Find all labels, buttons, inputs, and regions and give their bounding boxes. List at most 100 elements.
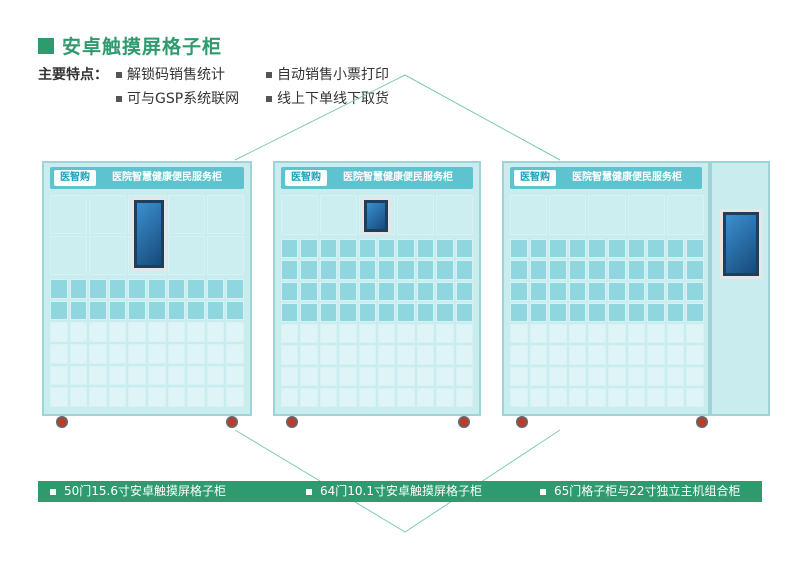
locker-door bbox=[339, 387, 357, 407]
locker-door bbox=[510, 281, 528, 301]
locker-door bbox=[549, 281, 567, 301]
locker-door bbox=[128, 322, 146, 342]
locker-door bbox=[666, 260, 685, 280]
locker-door bbox=[627, 345, 646, 365]
locker-door bbox=[226, 365, 244, 386]
wheel-icon bbox=[696, 416, 708, 428]
locker-door bbox=[226, 279, 244, 299]
locker-door bbox=[647, 345, 665, 365]
locker-door bbox=[455, 387, 473, 407]
locker-door bbox=[377, 366, 396, 386]
locker-door bbox=[281, 366, 299, 386]
locker-door bbox=[568, 366, 587, 386]
locker-door bbox=[206, 300, 225, 321]
locker-door bbox=[281, 387, 299, 407]
locker-door bbox=[686, 387, 704, 407]
locker-door bbox=[510, 302, 528, 322]
locker-door bbox=[647, 239, 665, 259]
locker-door bbox=[108, 365, 127, 386]
locker-door bbox=[358, 366, 376, 386]
locker-door bbox=[568, 345, 587, 365]
locker-door bbox=[416, 366, 435, 386]
locker-door bbox=[568, 281, 587, 301]
locker-door bbox=[686, 366, 704, 386]
locker-door bbox=[319, 366, 338, 386]
locker-door bbox=[647, 387, 665, 407]
locker-door bbox=[300, 324, 318, 344]
locker-door bbox=[608, 345, 626, 365]
locker-door bbox=[319, 387, 338, 407]
locker-door bbox=[187, 343, 205, 364]
locker-door bbox=[549, 239, 567, 259]
locker-door bbox=[281, 260, 299, 280]
locker-door bbox=[167, 322, 186, 342]
locker-door bbox=[529, 281, 548, 301]
locker-door bbox=[377, 345, 396, 365]
locker-door bbox=[608, 387, 626, 407]
bullet-icon bbox=[50, 488, 56, 495]
locker-door bbox=[647, 366, 665, 386]
locker-door bbox=[686, 260, 704, 280]
locker-door bbox=[339, 260, 357, 280]
locker-door bbox=[69, 343, 88, 364]
locker-door bbox=[627, 324, 646, 344]
locker-door bbox=[529, 302, 548, 322]
small-doors bbox=[50, 279, 244, 407]
locker-door bbox=[69, 365, 88, 386]
locker-door bbox=[226, 300, 244, 321]
locker-door bbox=[89, 322, 107, 342]
locker-door bbox=[647, 281, 665, 301]
locker-door bbox=[69, 322, 88, 342]
bullet-icon bbox=[116, 96, 122, 102]
locker-door bbox=[319, 281, 338, 301]
cabinet-header: 医智购 医院智慧健康便民服务柜 bbox=[281, 167, 473, 189]
locker-door bbox=[529, 387, 548, 407]
locker-door bbox=[281, 345, 299, 365]
locker-door bbox=[377, 281, 396, 301]
locker-door bbox=[588, 302, 606, 322]
locker-door bbox=[549, 345, 567, 365]
locker-door bbox=[608, 281, 626, 301]
locker-door bbox=[300, 366, 318, 386]
locker-door bbox=[627, 281, 646, 301]
locker-door bbox=[397, 302, 415, 322]
locker-door bbox=[69, 300, 88, 321]
wheel-icon bbox=[516, 416, 528, 428]
locker-door bbox=[89, 300, 107, 321]
locker-door bbox=[686, 324, 704, 344]
cabinet-name: 医院智慧健康便民服务柜 bbox=[572, 172, 682, 183]
locker-door bbox=[206, 195, 244, 234]
locker-door bbox=[608, 260, 626, 280]
locker-door bbox=[148, 365, 166, 386]
title-text: 安卓触摸屏格子柜 bbox=[62, 36, 223, 58]
locker-door bbox=[281, 239, 299, 259]
cabinet-header: 医智购 医院智慧健康便民服务柜 bbox=[50, 167, 244, 189]
locker-door bbox=[588, 324, 606, 344]
locker-door bbox=[50, 279, 68, 299]
locker-door bbox=[529, 366, 548, 386]
locker-door bbox=[148, 322, 166, 342]
locker-door bbox=[397, 281, 415, 301]
locker-door bbox=[588, 195, 626, 235]
locker-door bbox=[89, 279, 107, 299]
locker-door bbox=[549, 195, 587, 235]
page-title: 安卓触摸屏格子柜 bbox=[38, 32, 222, 59]
locker-door bbox=[358, 260, 376, 280]
locker-door bbox=[666, 387, 685, 407]
locker-door bbox=[167, 343, 186, 364]
locker-door bbox=[510, 195, 548, 235]
locker-door bbox=[187, 300, 205, 321]
locker-door bbox=[358, 324, 376, 344]
locker-door bbox=[397, 239, 415, 259]
locker-door bbox=[108, 279, 127, 299]
locker-door bbox=[455, 239, 473, 259]
touch-screen bbox=[361, 197, 391, 235]
locker-door bbox=[108, 300, 127, 321]
locker-door bbox=[339, 302, 357, 322]
feature-label: 主要特点： bbox=[38, 67, 108, 83]
touch-screen bbox=[131, 197, 167, 271]
locker-door bbox=[416, 387, 435, 407]
locker-door bbox=[300, 387, 318, 407]
locker-door bbox=[608, 366, 626, 386]
